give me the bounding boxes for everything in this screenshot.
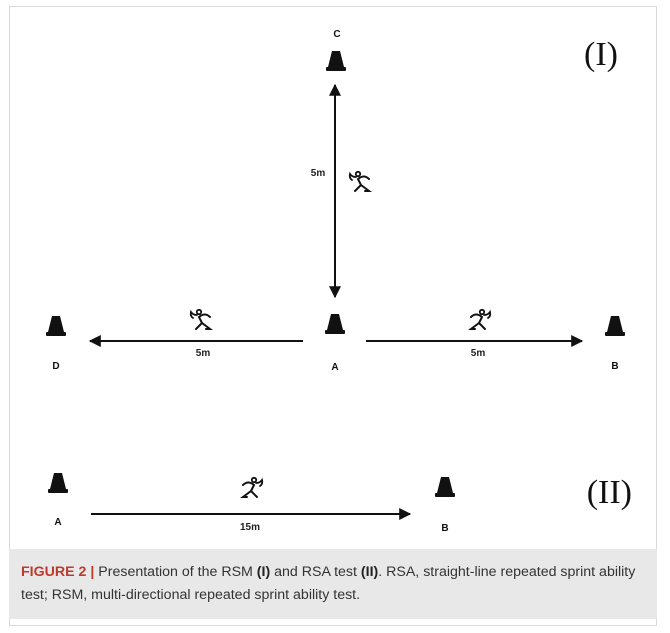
cone-2-a: A bbox=[48, 473, 68, 528]
cone-icon bbox=[435, 477, 455, 497]
diagram-2: (II) A B 15m bbox=[48, 473, 632, 534]
runner-icon bbox=[191, 310, 210, 329]
distance-a-to-b: 5m bbox=[471, 348, 486, 359]
cone-icon bbox=[48, 473, 68, 493]
cone-2-a-label: A bbox=[54, 517, 61, 528]
caption-text-3: . RSA, straight-line repeated sprint abi… bbox=[21, 564, 636, 603]
cone-icon bbox=[326, 51, 346, 71]
caption-text-2: and RSA test bbox=[270, 564, 361, 580]
cone-c: C bbox=[326, 29, 346, 71]
cone-2-b: B bbox=[435, 477, 455, 534]
caption-bold-2: (II) bbox=[360, 564, 379, 580]
cone-c-label: C bbox=[333, 29, 340, 40]
cone-d: D bbox=[46, 316, 66, 372]
figure-caption: FIGURE 2 | Presentation of the RSM (I) a… bbox=[9, 549, 657, 619]
caption-bold-1: (I) bbox=[256, 564, 271, 580]
cone-d-label: D bbox=[52, 361, 59, 372]
cone-b-label: B bbox=[611, 361, 618, 372]
cone-b: B bbox=[605, 316, 625, 372]
runner-icon bbox=[470, 308, 492, 330]
diagram-2-label: (II) bbox=[587, 474, 632, 511]
cone-2-b-label: B bbox=[441, 523, 448, 534]
cone-icon bbox=[325, 314, 345, 334]
figure-label: FIGURE 2 | bbox=[21, 564, 95, 580]
distance-2-a-to-b: 15m bbox=[240, 522, 260, 533]
cone-icon bbox=[46, 316, 66, 336]
cone-icon bbox=[605, 316, 625, 336]
distance-a-to-c: 5m bbox=[311, 168, 326, 179]
cone-a-label: A bbox=[331, 362, 338, 373]
diagram-1: (I) C 5m D A B 5m 5m bbox=[46, 29, 625, 373]
cone-a: A bbox=[325, 314, 345, 373]
distance-a-to-d: 5m bbox=[196, 348, 211, 359]
runner-icon bbox=[350, 172, 369, 191]
runner-icon bbox=[242, 476, 264, 498]
diagram-1-label: (I) bbox=[584, 36, 618, 73]
caption-text-1: Presentation of the RSM bbox=[94, 564, 257, 580]
